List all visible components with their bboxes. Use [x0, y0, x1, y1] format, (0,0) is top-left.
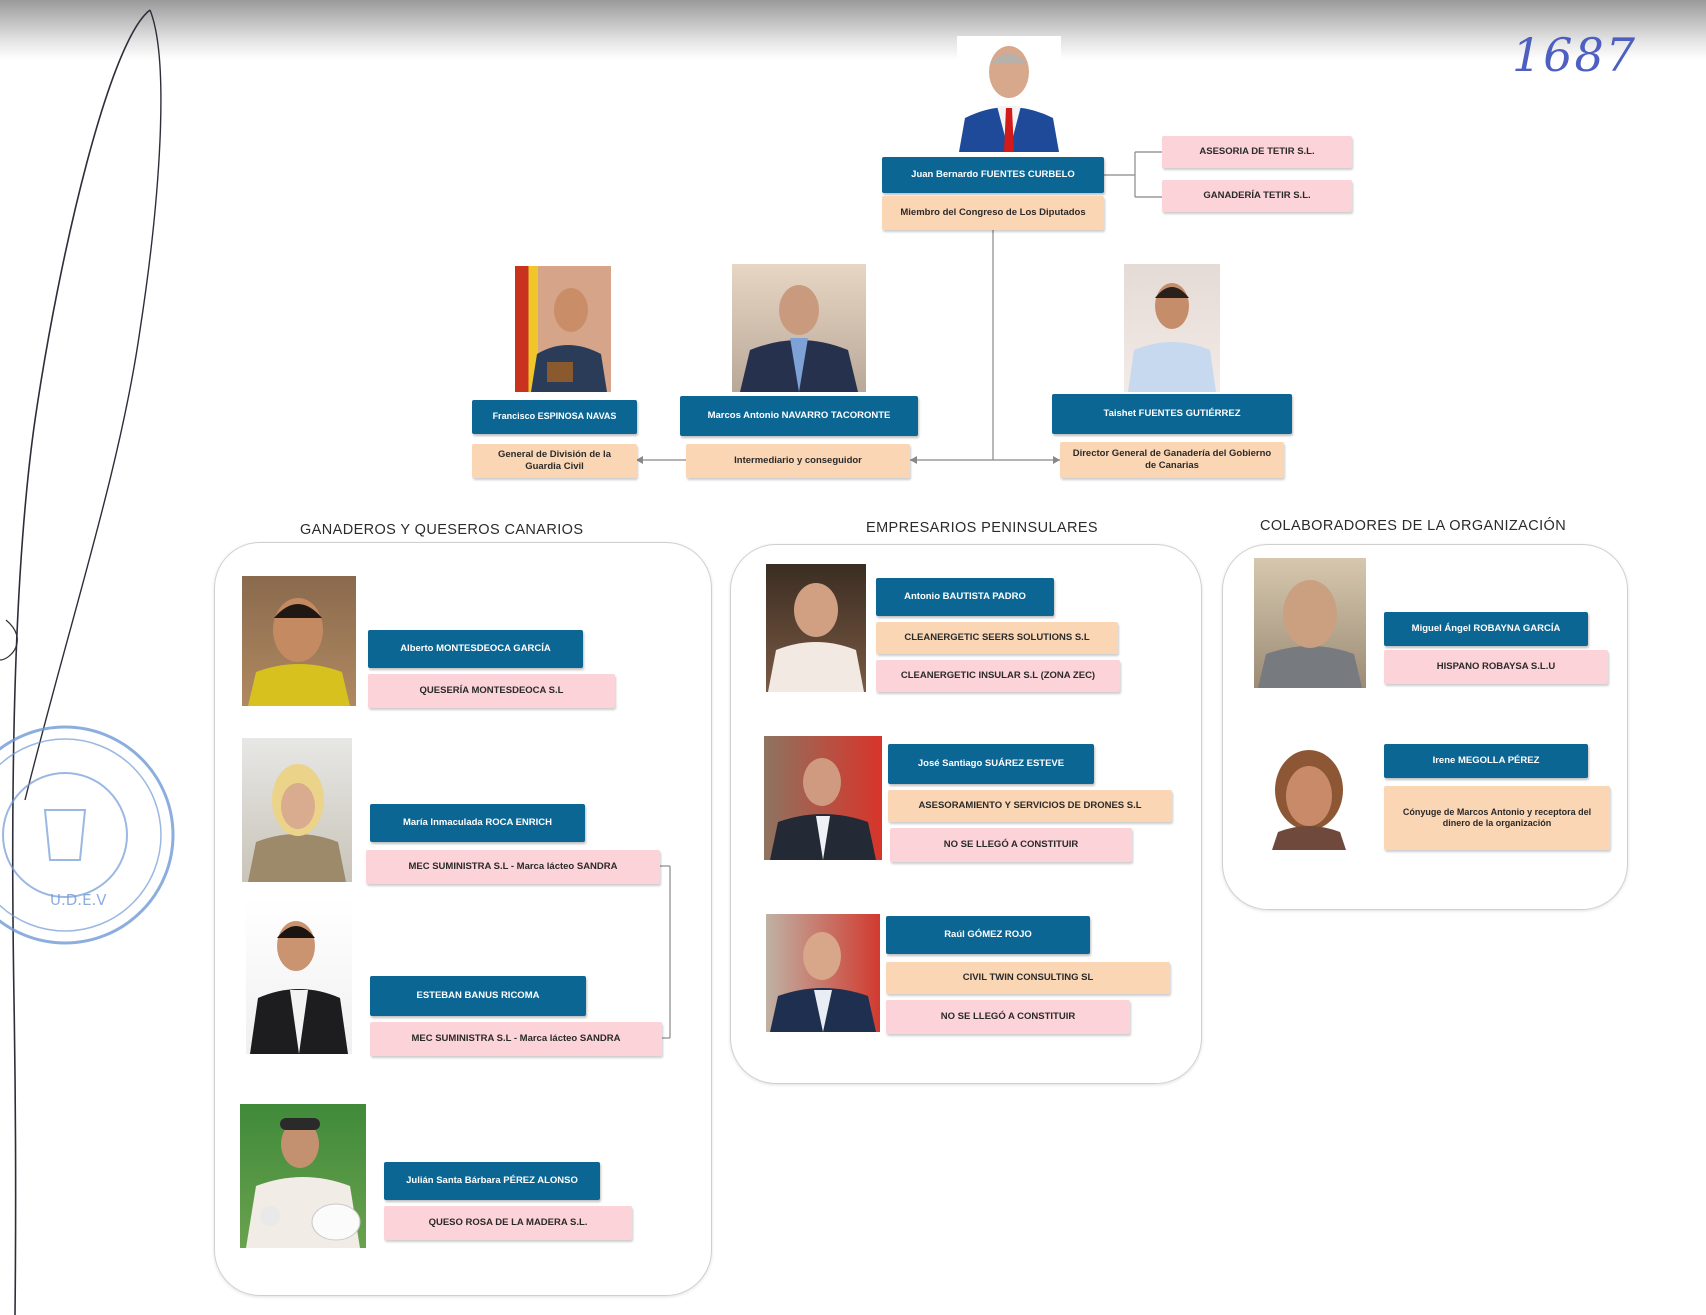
- role-irene-megolla-perez: Cónyuge de Marcos Antonio y receptora de…: [1384, 786, 1610, 850]
- company-cleanergetic-seers-solutions: CLEANERGETIC SEERS SOLUTIONS S.L: [876, 622, 1118, 654]
- portrait-figure: [1272, 750, 1346, 850]
- handwritten-signature-stroke: [0, 9, 162, 1315]
- top-person-name: Juan Bernardo FUENTES CURBELO: [882, 157, 1104, 193]
- portrait-figure: [959, 46, 1059, 152]
- group-title-colaboradores: COLABORADORES DE LA ORGANIZACIÓN: [1260, 518, 1567, 534]
- person-role-taishet-fuentes-gutierrez: Director General de Ganadería del Gobier…: [1060, 442, 1284, 478]
- portrait-figure: [770, 932, 876, 1032]
- photo-esteban-banus-ricoma: [246, 898, 352, 1054]
- person-name-raul-gomez-rojo: Raúl GÓMEZ ROJO: [886, 916, 1090, 954]
- person-name-julian-santa-barbara-perez-alonso: Julián Santa Bárbara PÉREZ ALONSO: [384, 1162, 600, 1200]
- portrait-figure: [531, 288, 607, 392]
- person-role-marcos-antonio-navarro-tacoronte: Intermediario y conseguidor: [686, 444, 910, 478]
- photo-jose-santiago-suarez-esteve: [764, 736, 882, 860]
- person-role-francisco-espinosa-navas: General de División de la Guardia Civil: [472, 444, 637, 478]
- person-name-alberto-montesdeoca-garcia: Alberto MONTESDEOCA GARCÍA: [368, 630, 583, 668]
- group-colaboradores-de-la-organizacion: [1222, 544, 1628, 910]
- group-ganaderos-y-queseros-canarios: [214, 542, 712, 1296]
- photo-francisco-espinosa-navas: [515, 266, 611, 392]
- company-queseria-montesdeoca: QUESERÍA MONTESDEOCA S.L: [368, 674, 615, 708]
- svg-text:U.D.E.V: U.D.E.V: [50, 891, 107, 909]
- portrait-figure: [770, 758, 876, 860]
- company-mec-suministra-1: MEC SUMINISTRA S.L - Marca lácteo SANDRA: [366, 850, 660, 884]
- group-title-ganaderos: GANADEROS Y QUESEROS CANARIOS: [300, 522, 584, 538]
- photo-miguel-angel-robayna-garcia: [1254, 558, 1366, 688]
- photo-julian-santa-barbara-perez-alonso: [240, 1104, 366, 1248]
- company-asesoramiento-y-servicios-de-drones: ASESORAMIENTO Y SERVICIOS DE DRONES S.L: [888, 790, 1172, 822]
- portrait-figure: [1128, 283, 1216, 392]
- photo-irene-megolla-perez: [1258, 740, 1360, 850]
- portrait-figure: [740, 285, 858, 392]
- company-hispano-robaysa: HISPANO ROBAYSA S.L.U: [1384, 650, 1608, 684]
- company-asesoria-de-tetir: ASESORIA DE TETIR S.L.: [1162, 136, 1352, 168]
- scan-top-shadow: [0, 0, 1706, 60]
- person-name-francisco-espinosa-navas: Francisco ESPINOSA NAVAS: [472, 400, 637, 434]
- photo-maria-inmaculada-roca-enrich: [242, 738, 352, 882]
- portrait-figure: [248, 598, 350, 706]
- person-name-miguel-angel-robayna-garcia: Miguel Ángel ROBAYNA GARCÍA: [1384, 612, 1588, 646]
- photo-marcos-antonio-navarro-tacoronte: [732, 264, 866, 392]
- police-seal-stamp: U.D.E.V: [0, 725, 175, 945]
- company-queso-rosa-de-la-madera: QUESO ROSA DE LA MADERA S.L.: [384, 1206, 632, 1240]
- company-no-se-llego-a-constituir-2: NO SE LLEGÓ A CONSTITUIR: [886, 1000, 1130, 1034]
- portrait-figure: [246, 1118, 361, 1248]
- photo-raul-gomez-rojo: [766, 914, 880, 1032]
- company-civil-twin-consulting: CIVIL TWIN CONSULTING SL: [886, 962, 1170, 994]
- person-name-taishet-fuentes-gutierrez: Taishet FUENTES GUTIÉRREZ: [1052, 394, 1292, 434]
- person-name-irene-megolla-perez: Irene MEGOLLA PÉREZ: [1384, 744, 1588, 778]
- portrait-figure: [248, 764, 346, 882]
- person-name-marcos-antonio-navarro-tacoronte: Marcos Antonio NAVARRO TACORONTE: [680, 396, 918, 436]
- portrait-figure: [250, 921, 348, 1054]
- company-cleanergetic-insular: CLEANERGETIC INSULAR S.L (ZONA ZEC): [876, 660, 1120, 692]
- portrait-figure: [1258, 580, 1362, 688]
- company-mec-suministra-2: MEC SUMINISTRA S.L - Marca lácteo SANDRA: [370, 1022, 662, 1056]
- photo-taishet-fuentes-gutierrez: [1124, 264, 1220, 392]
- company-ganaderia-tetir: GANADERÍA TETIR S.L.: [1162, 180, 1352, 212]
- group-empresarios-peninsulares: [730, 544, 1202, 1084]
- person-name-jose-santiago-suarez-esteve: José Santiago SUÁREZ ESTEVE: [888, 744, 1094, 784]
- photo-alberto-montesdeoca-garcia: [242, 576, 356, 706]
- handwritten-page-number: 1687: [1512, 28, 1638, 82]
- group-title-empresarios: EMPRESARIOS PENINSULARES: [866, 520, 1098, 536]
- portrait-figure: [768, 583, 864, 692]
- person-name-maria-inmaculada-roca-enrich: María Inmaculada ROCA ENRICH: [370, 804, 585, 842]
- photo-juan-bernardo-fuentes-curbelo: [957, 36, 1061, 152]
- company-no-se-llego-a-constituir-1: NO SE LLEGÓ A CONSTITUIR: [890, 828, 1132, 862]
- photo-antonio-bautista-padro: [766, 564, 866, 692]
- person-name-esteban-banus-ricoma: ESTEBAN BANUS RICOMA: [370, 976, 586, 1016]
- person-name-antonio-bautista-padro: Antonio BAUTISTA PADRO: [876, 578, 1054, 616]
- top-person-role: Miembro del Congreso de Los Diputados: [882, 196, 1104, 230]
